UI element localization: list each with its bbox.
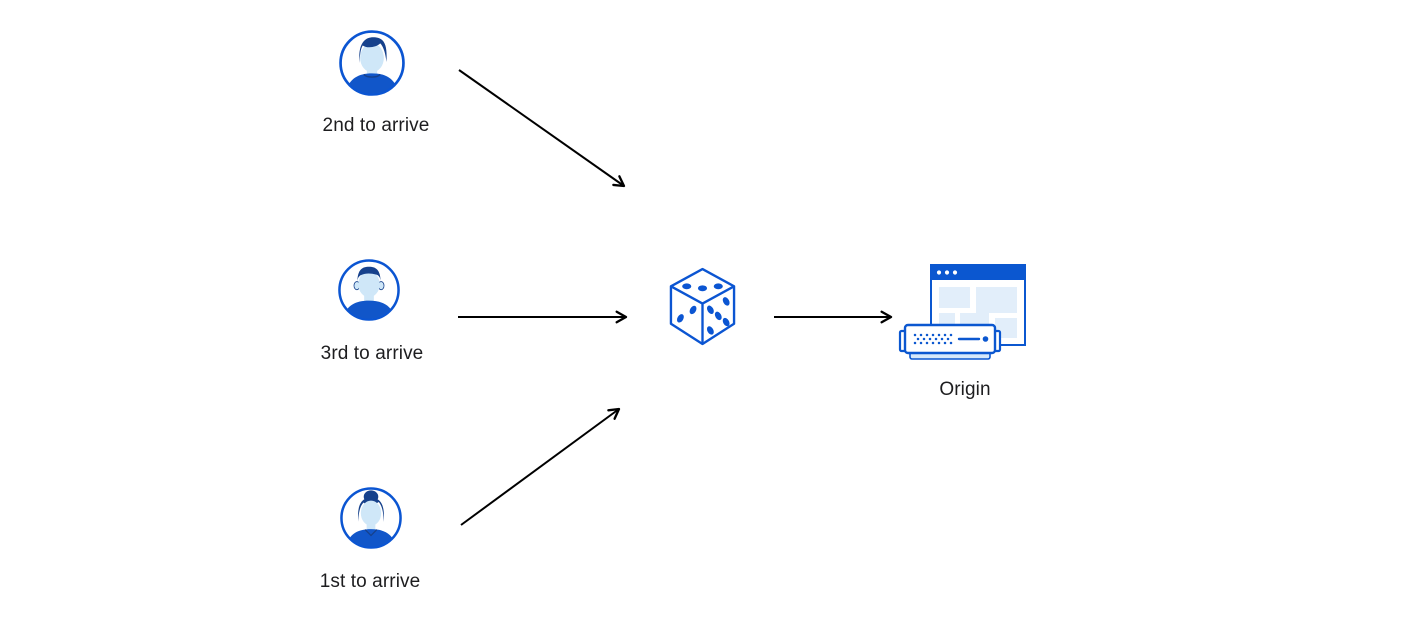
client-label-third: 3rd to arrive bbox=[320, 343, 424, 364]
arrow-second-to-dice bbox=[458, 69, 626, 188]
client-node-third bbox=[338, 259, 400, 321]
router-node bbox=[667, 266, 738, 349]
dice-icon bbox=[669, 267, 736, 346]
arrow-first-to-dice bbox=[460, 407, 621, 526]
person-avatar-female-bun-icon bbox=[340, 487, 402, 549]
person-avatar-male-short-hair-icon bbox=[338, 259, 400, 321]
client-label-first: 1st to arrive bbox=[319, 571, 421, 592]
client-node-first bbox=[340, 487, 402, 549]
client-node-second bbox=[339, 30, 405, 96]
browser-window-and-server-icon bbox=[898, 264, 1026, 360]
origin-node bbox=[898, 262, 1028, 362]
origin-label: Origin bbox=[939, 379, 991, 400]
client-label-second: 2nd to arrive bbox=[322, 115, 430, 136]
person-avatar-male-swoosh-hair-icon bbox=[339, 30, 405, 96]
